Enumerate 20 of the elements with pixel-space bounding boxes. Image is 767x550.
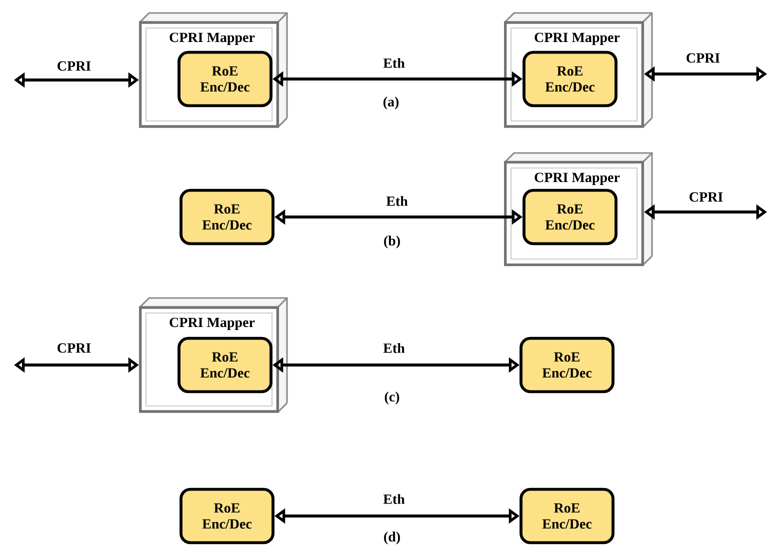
edge-label: Eth (386, 196, 408, 206)
panel-label: (d) (384, 532, 400, 544)
codec-box: RoE Enc/Dec (180, 488, 274, 544)
codec-box: RoE Enc/Dec (520, 336, 614, 394)
panel-label: (c) (384, 392, 400, 404)
codec-box: RoE Enc/Dec (180, 188, 274, 246)
edge-label: CPRI (690, 192, 723, 202)
codec-box: RoE Enc/Dec (522, 50, 618, 108)
edge-label: Eth (383, 58, 405, 68)
edge-label: CPRI (58, 343, 91, 353)
codec-box: RoE Enc/Dec (178, 336, 272, 394)
edge-label: Eth (383, 494, 405, 504)
panel-label: (b) (384, 236, 400, 248)
panel-label: (a) (383, 96, 399, 110)
edge-label: Eth (383, 343, 405, 353)
edge-label: CPRI (686, 53, 720, 63)
codec-box: RoE Enc/Dec (520, 488, 614, 544)
edge-label: CPRI (58, 61, 91, 71)
codec-box: RoE Enc/Dec (178, 50, 272, 108)
codec-box: RoE Enc/Dec (522, 188, 618, 246)
